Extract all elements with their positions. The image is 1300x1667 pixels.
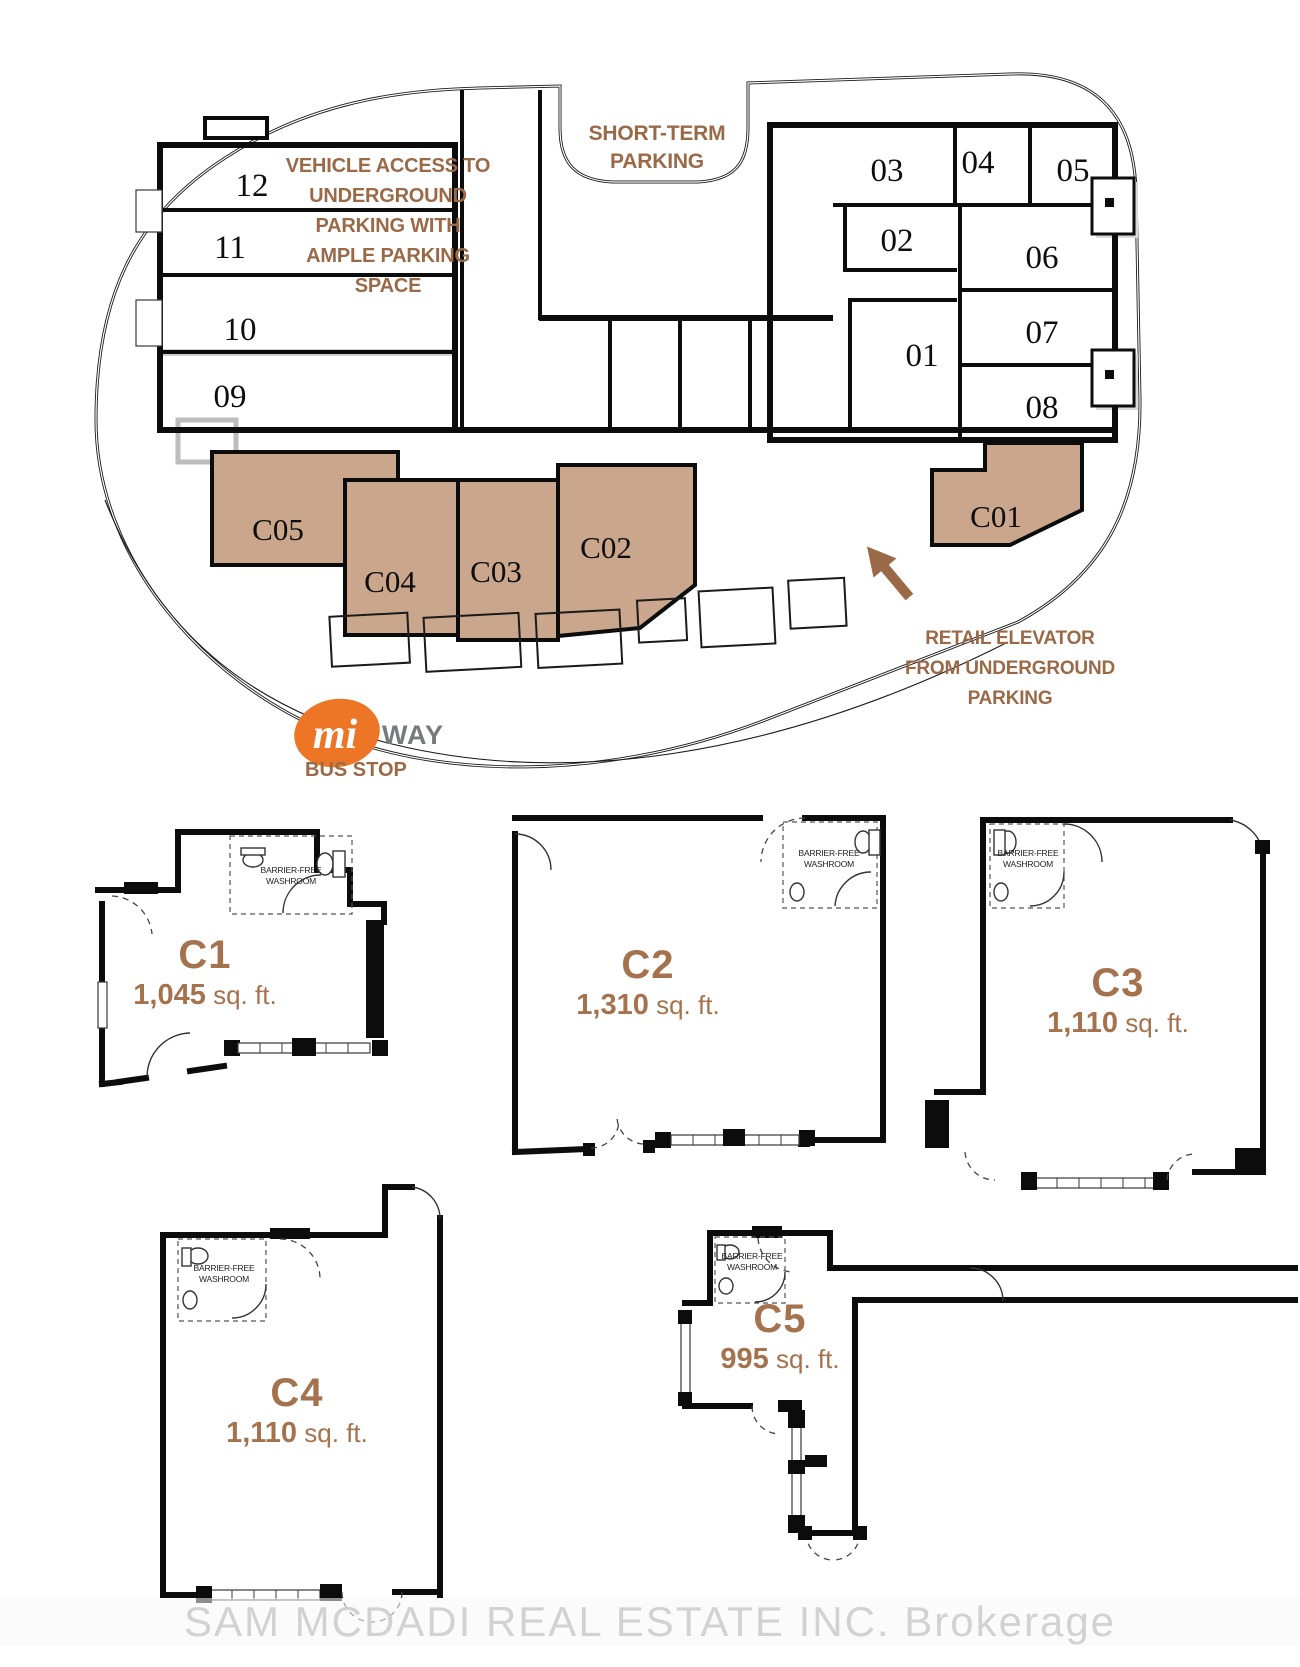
- vehicle-access-line4: AMPLE PARKING: [306, 245, 470, 267]
- retail-elevator-line2: FROM UNDERGROUND: [905, 658, 1115, 679]
- retail-label-c05: C05: [252, 512, 304, 547]
- unit-plan-c2: BARRIER-FREE WASHROOM C2 1,310 sq. ft.: [511, 815, 886, 1156]
- building-walls: [135, 90, 1136, 443]
- room-label-02: 02: [881, 223, 914, 259]
- unit-c04-shape: [343, 478, 460, 637]
- unit-c4-name: C4: [270, 1371, 323, 1415]
- retail-units: C05 C04 C03 C02 C01: [210, 441, 1084, 642]
- short-term-parking-line1: SHORT-TERM: [589, 122, 726, 145]
- site-plan: C05 C04 C03 C02 C01 12 11 10 09 03 04 05…: [94, 72, 1142, 781]
- retail-label-c01: C01: [970, 499, 1022, 534]
- annotations: SHORT-TERM PARKING VEHICLE ACCESS TO UND…: [286, 122, 1115, 709]
- unit-plan-c3: BARRIER-FREE WASHROOM C3 1,110 sq. ft.: [925, 817, 1270, 1190]
- room-label-08: 08: [1026, 390, 1059, 426]
- room-label-01: 01: [906, 338, 939, 374]
- miway-mi-text: mi: [313, 712, 358, 758]
- unit-c1-name: C1: [178, 933, 231, 977]
- room-label-09: 09: [214, 379, 247, 415]
- washroom-c3: BARRIER-FREE WASHROOM: [989, 823, 1103, 909]
- vehicle-access-line1: VEHICLE ACCESS TO: [286, 155, 490, 177]
- bus-stop-label: BUS STOP: [305, 759, 407, 781]
- vehicle-access-line2: UNDERGROUND: [309, 185, 467, 207]
- vehicle-access-line3: PARKING WITH: [316, 215, 461, 237]
- room-label-11: 11: [214, 230, 246, 266]
- retail-label-c02: C02: [580, 530, 632, 565]
- unit-c3-area: 1,110 sq. ft.: [1047, 1007, 1189, 1039]
- room-label-06: 06: [1026, 240, 1059, 276]
- svg-text:WASHROOM: WASHROOM: [727, 1262, 777, 1272]
- brokerage-watermark: SAM MCDADI REAL ESTATE INC. Brokerage: [0, 1598, 1300, 1646]
- unit-plan-c4: BARRIER-FREE WASHROOM C4 1,110 sq. ft.: [160, 1184, 443, 1623]
- washroom-c1: BARRIER-FREE WASHROOM: [229, 835, 353, 915]
- svg-text:BARRIER-FREE: BARRIER-FREE: [722, 1251, 783, 1261]
- retail-label-c04: C04: [364, 564, 416, 599]
- svg-text:WASHROOM: WASHROOM: [266, 876, 316, 886]
- unit-plan-c5: BARRIER-FREE WASHROOM C5 995 sq. ft.: [678, 1226, 1298, 1561]
- svg-text:BARRIER-FREE: BARRIER-FREE: [261, 865, 322, 875]
- room-label-10: 10: [224, 312, 257, 348]
- retail-elevator-line1: RETAIL ELEVATOR: [925, 628, 1095, 649]
- room-label-04: 04: [962, 145, 995, 181]
- unit-c5-name: C5: [753, 1297, 806, 1341]
- unit-c1-area: 1,045 sq. ft.: [133, 979, 276, 1011]
- retail-elevator-line3: PARKING: [968, 688, 1053, 709]
- washroom-c5: BARRIER-FREE WASHROOM: [714, 1236, 786, 1304]
- vehicle-access-line5: SPACE: [355, 275, 421, 297]
- unit-c5-area: 995 sq. ft.: [720, 1343, 839, 1375]
- unit-c4-area: 1,110 sq. ft.: [226, 1417, 368, 1449]
- svg-text:BARRIER-FREE: BARRIER-FREE: [998, 848, 1059, 858]
- storefront-row: [328, 576, 848, 673]
- miway-ellipse-icon: [294, 698, 380, 768]
- room-numbers: 12 11 10 09 03 04 05 02 06 07 08 01: [214, 145, 1090, 426]
- unit-plan-c1: BARRIER-FREE WASHROOM C1 1,045 sq. ft.: [95, 829, 388, 1088]
- room-label-05: 05: [1057, 153, 1090, 189]
- svg-text:BARRIER-FREE: BARRIER-FREE: [799, 848, 860, 858]
- svg-text:WASHROOM: WASHROOM: [1003, 859, 1053, 869]
- miway-logo: mi WAY BUS STOP: [294, 698, 444, 781]
- room-label-12: 12: [236, 168, 269, 204]
- short-term-parking-line2: PARKING: [610, 150, 704, 173]
- svg-text:WASHROOM: WASHROOM: [199, 1274, 249, 1284]
- unit-c01-shape: [930, 441, 1084, 547]
- retail-label-c03: C03: [470, 554, 522, 589]
- room-label-07: 07: [1026, 315, 1059, 351]
- unit-c02-shape: [556, 463, 697, 639]
- room-label-03: 03: [871, 153, 904, 189]
- unit-c03-shape: [456, 478, 560, 642]
- unit-c3-name: C3: [1091, 961, 1144, 1005]
- washroom-c2: BARRIER-FREE WASHROOM: [782, 821, 881, 909]
- unit-c2-area: 1,310 sq. ft.: [576, 989, 719, 1021]
- svg-text:WASHROOM: WASHROOM: [804, 859, 854, 869]
- retail-elevator-arrow-icon: [867, 546, 914, 601]
- unit-c2-name: C2: [621, 943, 674, 987]
- svg-text:BARRIER-FREE: BARRIER-FREE: [194, 1263, 255, 1273]
- miway-way-text: WAY: [382, 720, 444, 750]
- washroom-c4: BARRIER-FREE WASHROOM: [177, 1238, 267, 1322]
